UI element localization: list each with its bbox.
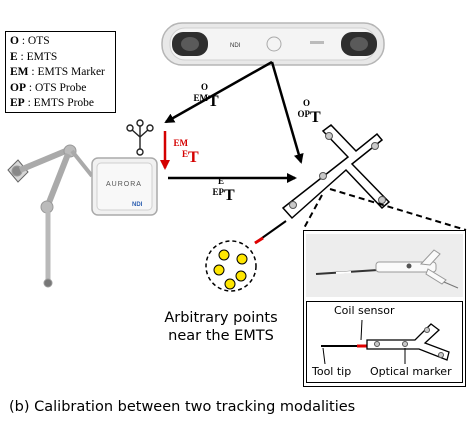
point — [235, 270, 247, 282]
arbitrary-points-label: Arbitrary points near the EMTS — [164, 310, 278, 344]
arrow-ots-to-op — [270, 61, 304, 164]
legend-item: EM : EMTS Marker — [10, 66, 105, 78]
point — [224, 278, 236, 290]
zoom-line-right — [329, 188, 467, 231]
legend-item: OP : OTS Probe — [10, 81, 87, 94]
probe — [254, 124, 391, 245]
figure-caption: (b) Calibration between two tracking mod… — [9, 399, 356, 415]
point — [213, 264, 225, 276]
point — [236, 253, 248, 265]
coil-sensor-label: Coil sensor — [334, 304, 395, 317]
probe-photo — [306, 234, 463, 297]
ots-brand-text: NDI — [230, 43, 241, 49]
optical-marker-label: Optical marker — [370, 365, 452, 378]
emts-field-generator — [91, 157, 158, 216]
zoom-line-left — [302, 194, 323, 231]
legend-item: O : OTS — [10, 35, 50, 47]
legend-item: E : EMTS — [10, 50, 58, 63]
emts-brand-text: AURORA — [106, 181, 142, 188]
ots-camera — [161, 22, 385, 66]
tool-tip-label: Tool tip — [312, 365, 352, 378]
arrow-ots-to-em — [164, 60, 273, 124]
articulated-arm — [7, 144, 94, 288]
legend: O : OTS E : EMTS EM : EMTS Marker OP : O… — [5, 31, 116, 113]
legend-item: EP : EMTS Probe — [10, 97, 95, 109]
probe-drawing — [306, 301, 463, 383]
point — [218, 249, 230, 261]
arbitrary-points — [205, 240, 257, 292]
em-marker-icon — [126, 119, 154, 156]
emts-logo-text: NDI — [132, 202, 143, 208]
